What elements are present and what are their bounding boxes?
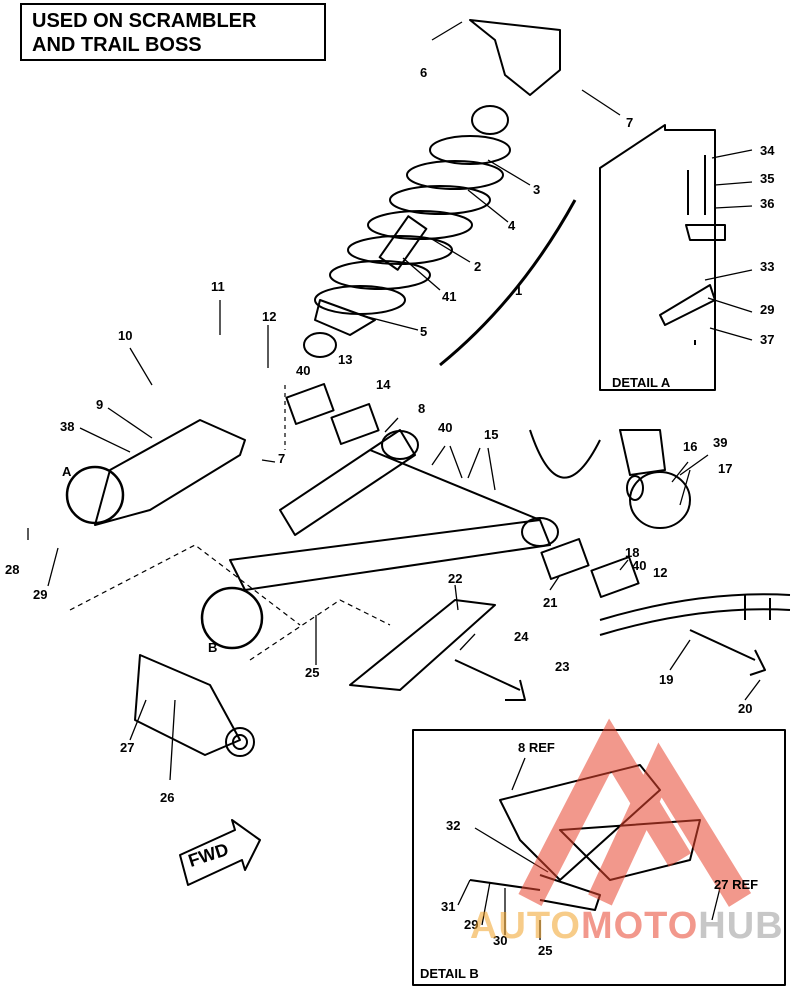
fwd-arrow [179,819,261,886]
callout-34: 34 [760,143,775,158]
damper-cylinder [134,654,255,757]
swing-arm [229,429,559,591]
model-note-box: USED ON SCRAMBLER AND TRAIL BOSS [20,3,326,61]
callout-19: 19 [659,672,674,687]
callout-41: 41 [442,289,457,304]
callout-24: 24 [514,629,529,644]
callout-37: 37 [760,332,775,347]
callout-5: 5 [420,324,428,339]
callout-29: 29 [33,587,48,602]
callout-27-ref: 27 REF [714,877,759,892]
callout-7: 7 [626,115,634,130]
callout-1: 1 [515,283,523,298]
watermark-part-1: AUTO [470,905,581,947]
callout-4: 4 [508,218,516,233]
callout-25: 25 [305,665,320,680]
callout-26: 26 [160,790,175,805]
callout-29c: 29 [464,917,479,932]
callout-12: 12 [262,309,277,324]
lower-arm [94,419,246,526]
callout-3: 3 [533,182,541,197]
callout-29b: 29 [760,302,775,317]
callout-9: 9 [96,397,104,412]
callout-27: 27 [120,740,135,755]
detail-a-frame [599,124,716,391]
callout-25b: 25 [538,943,553,958]
callout-21: 21 [543,595,558,610]
detail-b-label: DETAIL B [420,966,479,981]
upper-mount-bracket [469,19,561,96]
callout-32: 32 [446,818,461,833]
callout-11: 11 [211,279,225,294]
detail-b-frame [412,729,786,986]
callout-10: 10 [118,328,133,343]
watermark-part-3: HUB [698,905,784,947]
callout-23: 23 [555,659,570,674]
watermark-text: AUTOMOTOHUB [470,905,784,948]
callout-8: 8 [418,401,426,416]
watermark-part-2: MOTO [580,905,699,947]
callout-13: 13 [338,352,353,367]
callout-33: 33 [760,259,775,274]
callout-7b: 7 [278,451,286,466]
callout-40c: 40 [632,558,647,573]
callout-39: 39 [713,435,728,450]
callout-40: 40 [296,363,311,378]
callout-30: 30 [493,933,508,948]
model-note-line-1: USED ON SCRAMBLER [32,10,257,32]
callout-14: 14 [376,377,391,392]
callout-12b: 12 [653,565,668,580]
callout-8-ref: 8 REF [518,740,555,755]
callout-17: 17 [718,461,733,476]
callout-40b: 40 [438,420,453,435]
callout-36: 36 [760,196,775,211]
callout-6: 6 [420,65,428,80]
callout-38: 38 [60,419,75,434]
callout-2: 2 [474,259,482,274]
shock-absorber [303,105,511,358]
callout-31: 31 [441,899,456,914]
callout-20: 20 [738,701,753,716]
callout-18: 18 [625,545,640,560]
detail-a-label: DETAIL A [612,375,671,390]
callout-28: 28 [5,562,20,577]
detail-a-marker: A [62,464,72,479]
callout-35: 35 [760,171,775,186]
watermark-logo [518,718,752,907]
model-note-line-2: AND TRAIL BOSS [32,34,202,56]
callout-15: 15 [484,427,499,442]
callout-22: 22 [448,571,463,586]
detail-b-marker: B [208,640,218,655]
callout-16: 16 [683,439,698,454]
